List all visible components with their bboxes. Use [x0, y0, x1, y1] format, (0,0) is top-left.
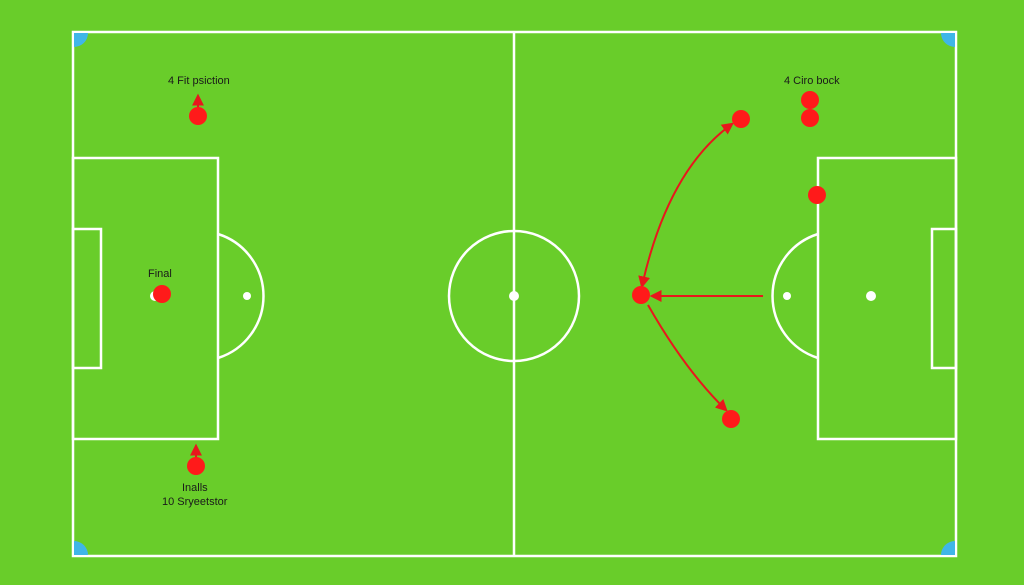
center-circle — [447, 229, 581, 363]
right-penalty-spot — [866, 291, 876, 301]
label-final: Final — [148, 268, 172, 280]
corner-flag-bottom-left — [74, 541, 88, 555]
pass-arrow-curve-up — [638, 122, 734, 289]
player-marker-lower-target[interactable] — [722, 410, 740, 428]
player-marker-top-right-1[interactable] — [801, 91, 819, 109]
left-goal-area — [71, 227, 103, 370]
player-marker-top-right-2[interactable] — [801, 109, 819, 127]
corner-flag-top-right — [941, 33, 955, 47]
left-penalty-arc — [217, 232, 265, 360]
player-marker-midfield[interactable] — [632, 286, 650, 304]
right-penalty-arc — [771, 232, 819, 360]
player-marker-bottom-left[interactable] — [187, 457, 205, 475]
corner-flag-bottom-right — [941, 541, 955, 555]
label-bottom-line1: Inalls — [182, 482, 208, 494]
label-bottom-line2: 10 Sryeetstor — [162, 496, 228, 508]
left-penalty-area — [71, 156, 220, 441]
right-penalty-area — [816, 156, 958, 441]
player-marker-top-left[interactable] — [189, 107, 207, 125]
right-arc-spot — [783, 292, 791, 300]
right-goal-area — [930, 227, 958, 370]
player-marker-right-box[interactable] — [808, 186, 826, 204]
pass-arrow-curve-down — [647, 304, 728, 412]
left-arc-spot — [243, 292, 251, 300]
player-marker-final[interactable] — [153, 285, 171, 303]
corner-flag-top-left — [74, 33, 88, 47]
label-top-right: 4 Ciro bock — [784, 75, 840, 87]
player-marker-upper-target[interactable] — [732, 110, 750, 128]
label-top-left: 4 Fit psiction — [168, 75, 230, 87]
center-spot — [509, 291, 519, 301]
